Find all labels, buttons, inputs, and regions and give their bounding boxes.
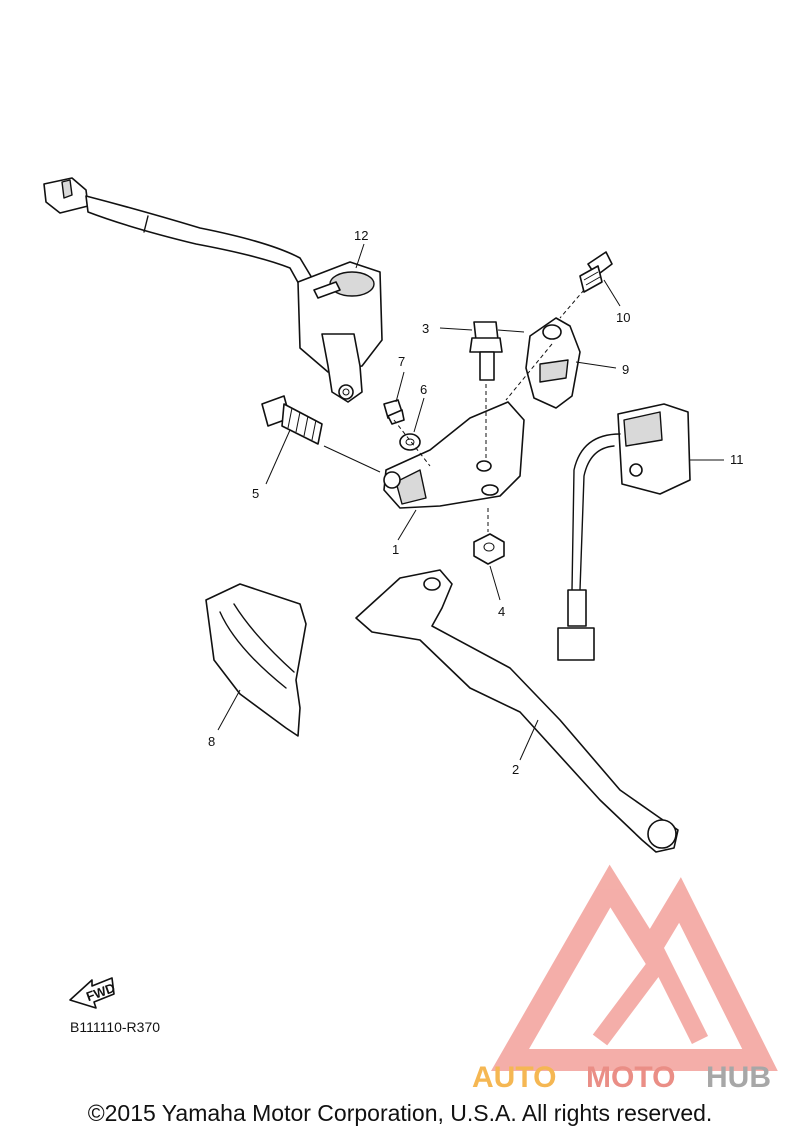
part-5-pivot-bolt xyxy=(261,395,323,445)
callout-7: 7 xyxy=(398,354,405,369)
part-12-switch-assembly xyxy=(43,177,383,403)
callout-4: 4 xyxy=(498,604,505,619)
callout-6: 6 xyxy=(420,382,427,397)
part-3-bolt xyxy=(469,321,503,381)
part-4-nut xyxy=(473,533,505,565)
callout-2: 2 xyxy=(512,762,519,777)
watermark-logo: AUTO MOTO HUB xyxy=(472,864,778,1094)
watermark-brand-part1: AUTO xyxy=(472,1061,556,1094)
part-10-screw xyxy=(579,251,613,293)
part-8-lever-cover xyxy=(205,583,307,737)
callout-1: 1 xyxy=(392,542,399,557)
watermark-brand-part3: HUB xyxy=(706,1061,771,1094)
part-7-small-screw xyxy=(383,399,405,425)
part-9-clamp xyxy=(525,317,581,409)
part-11-switch xyxy=(557,403,691,661)
fwd-arrow-icon: FWD xyxy=(69,977,117,1009)
part-6-collar xyxy=(399,433,421,451)
part-2-clutch-lever xyxy=(355,569,679,853)
reference-code: B111110-R370 xyxy=(70,1019,160,1035)
copyright-footer: ©2015 Yamaha Motor Corporation, U.S.A. A… xyxy=(87,1100,713,1126)
callout-5: 5 xyxy=(252,486,259,501)
leader-lines xyxy=(217,243,724,761)
callout-10: 10 xyxy=(616,310,630,325)
callout-11: 11 xyxy=(730,452,744,467)
callout-labels: 12 3 10 9 7 6 11 5 1 4 8 2 xyxy=(208,228,744,777)
part-1-lever-holder xyxy=(383,401,525,509)
callout-9: 9 xyxy=(622,362,629,377)
watermark-brand-part2: MOTO xyxy=(586,1061,675,1094)
callout-12: 12 xyxy=(354,228,368,243)
callout-8: 8 xyxy=(208,734,215,749)
callout-3: 3 xyxy=(422,321,429,336)
